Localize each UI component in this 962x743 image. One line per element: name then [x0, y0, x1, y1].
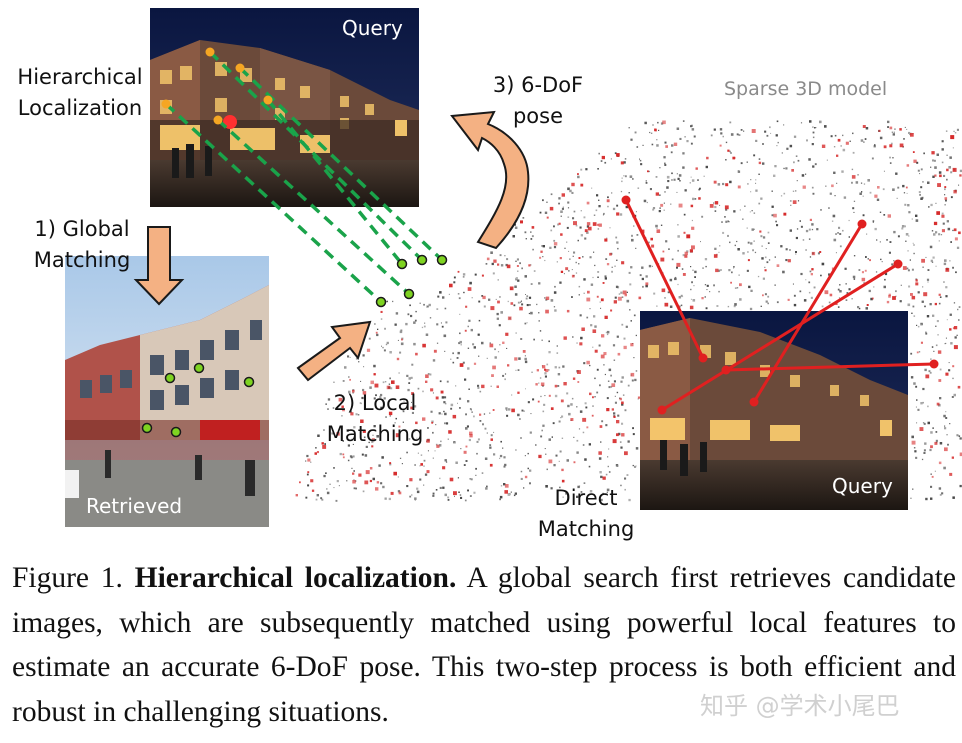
curved-arrow-icon — [450, 110, 530, 250]
figure-caption: Figure 1. Hierarchical localization. A g… — [12, 556, 956, 734]
label-sparse-3d-model: Sparse 3D model — [724, 78, 888, 100]
label-query-bottom: Query — [832, 474, 893, 498]
local-match-lines — [164, 50, 444, 304]
retrieved-photo — [65, 256, 269, 527]
diagonal-arrow-icon — [296, 320, 372, 382]
watermark: 知乎 @学术小尾巴 — [700, 692, 900, 720]
label-query-top: Query — [342, 16, 403, 40]
retrieved-keypoints — [141, 362, 255, 438]
query-keypoints — [161, 47, 273, 125]
caption-body: A global search first retrieves candidat… — [12, 562, 956, 728]
caption-prefix: Figure 1. — [12, 562, 135, 594]
sparse-3d-model — [295, 120, 962, 502]
down-arrow-icon — [133, 226, 185, 306]
model-keypoints — [375, 254, 448, 308]
model-points-gray — [305, 120, 962, 502]
label-retrieved: Retrieved — [86, 494, 183, 518]
query-photo-bottom — [640, 311, 908, 510]
figure-illustration — [65, 8, 962, 527]
caption-title: Hierarchical localization. — [134, 562, 457, 594]
query-photo-top — [150, 8, 419, 207]
model-points-red — [295, 120, 962, 497]
direct-match-lines — [624, 199, 935, 412]
direct-match-points — [621, 195, 939, 415]
